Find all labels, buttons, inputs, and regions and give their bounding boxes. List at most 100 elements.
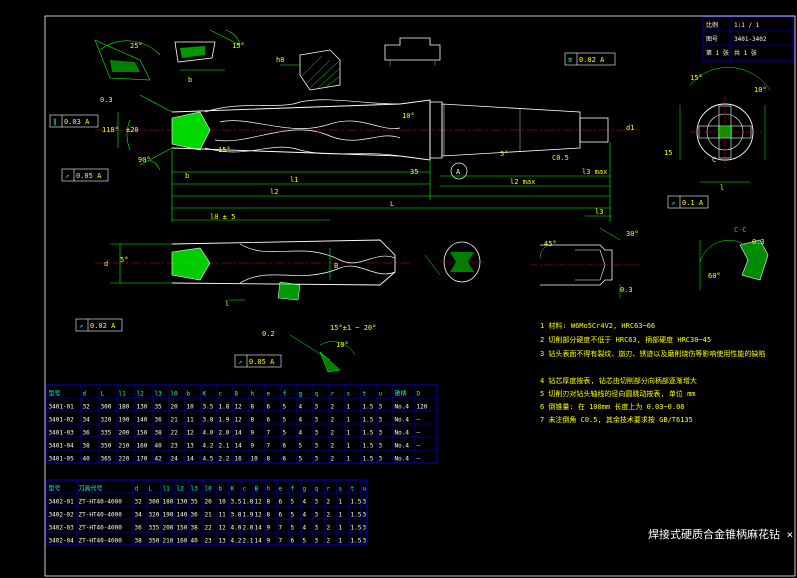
- table-cell: 3: [315, 417, 319, 424]
- flute-edge-lower: [204, 146, 401, 157]
- main-drill-view: A: [95, 99, 640, 180]
- table-cell: 22: [205, 525, 213, 532]
- table-cell: 150: [177, 525, 188, 532]
- table-cell: 23: [205, 538, 213, 545]
- table-cell: ZT-HT40-4000: [79, 525, 123, 532]
- table-cell: 3402-03: [49, 525, 75, 532]
- table-cell: 4.2: [231, 538, 242, 545]
- table-header-cell: K: [203, 391, 207, 398]
- note-1: 1 材料: W6Mo5Cr4V2, HRC63~66: [540, 321, 655, 330]
- table-cell: 1.5: [363, 443, 374, 450]
- dim-90-deg: 90°: [138, 156, 151, 164]
- table-cell: 2: [327, 538, 331, 545]
- table-cell: 14: [235, 443, 243, 450]
- table-cell: 11: [187, 417, 195, 424]
- dim-b: b: [185, 172, 189, 180]
- table-cell: 2.1: [219, 443, 230, 450]
- end-dim-10-deg: 10°: [754, 86, 767, 94]
- note-2: 2 切削部分硬度不低于 HRC63, 柄部硬度 HRC30~45: [540, 335, 711, 344]
- table-cell: 3.5: [203, 404, 214, 411]
- datum-circle-a-label: A: [456, 168, 461, 176]
- title-block-scale-value: 1:1 / 1: [734, 22, 760, 29]
- table-cell: 12: [255, 512, 263, 519]
- table-cell: 6: [291, 538, 295, 545]
- lower-carbide-insert: [277, 281, 301, 301]
- table-cell: 12: [187, 430, 195, 437]
- table-cell: 3.8: [203, 417, 214, 424]
- table-cell: 190: [163, 512, 174, 519]
- table-cell: 190: [119, 417, 130, 424]
- table-cell: 3: [363, 538, 367, 545]
- table-cell: 3: [379, 417, 383, 424]
- table-cell: 9: [251, 443, 255, 450]
- table-cell: 4.0: [231, 525, 242, 532]
- table-header-cell: l2: [177, 486, 185, 493]
- table-cell: ZT-HT40-4000: [79, 538, 123, 545]
- table-cell: 150: [137, 430, 148, 437]
- table-header-cell: q: [315, 486, 319, 493]
- table-cell: 10: [187, 404, 195, 411]
- table-cell: —: [417, 443, 421, 450]
- note-6: 6 倒锥量: 在 100mm 长度上为 0.03~0.08: [540, 402, 685, 411]
- table-cell: 1: [347, 443, 351, 450]
- lower-dim-5-deg: 5°: [120, 256, 128, 264]
- table-cell: 9: [267, 538, 271, 545]
- table-cell: 3: [379, 443, 383, 450]
- table-cell: 3401-01: [49, 404, 75, 411]
- table-cell: 4: [299, 417, 303, 424]
- lower-drill-view: [95, 239, 410, 301]
- table-cell: 5: [291, 512, 295, 519]
- table-cell: 8: [251, 417, 255, 424]
- table-cell: 7: [267, 430, 271, 437]
- table-cell: ZT-HT40-4000: [79, 499, 123, 506]
- table-header-cell: q: [315, 391, 319, 398]
- table-cell: 14: [255, 525, 263, 532]
- table-cell: 4.0: [203, 430, 214, 437]
- table-cell: 160: [177, 538, 188, 545]
- end-dim-c: C: [712, 156, 716, 164]
- table-cell: 3: [315, 525, 319, 532]
- table-header-cell: b: [187, 391, 191, 398]
- table-cell: 20: [171, 404, 179, 411]
- table-header-cell: f: [291, 486, 295, 493]
- table-cell: 3401-05: [49, 456, 75, 463]
- table-cell: 35: [155, 404, 163, 411]
- title-block-scale-label: 比例: [706, 21, 718, 29]
- table-cell: 1: [339, 525, 343, 532]
- hatched-section-detail: [280, 49, 341, 91]
- dim-0-3: 0.3: [100, 96, 113, 104]
- table-cell: 2: [327, 499, 331, 506]
- table-cell: —: [417, 430, 421, 437]
- note-5: 5 切削刃对钻头轴线的径向圆跳动按表, 单位 mm: [540, 389, 696, 398]
- lower-carbide-tip: [171, 247, 211, 281]
- tolerance-frame-1-value: 0.03 A: [64, 118, 90, 126]
- table-cell: 3: [315, 512, 319, 519]
- table-cell: 320: [149, 512, 160, 519]
- table-cell: 42: [155, 456, 163, 463]
- table-cell: 2: [331, 443, 335, 450]
- table-header-cell: t: [363, 391, 367, 398]
- table-cell: 140: [177, 512, 188, 519]
- table-cell: 5: [303, 538, 307, 545]
- table-cell: 170: [137, 456, 148, 463]
- table-cell: 2: [331, 430, 335, 437]
- table-cell: 1: [347, 417, 351, 424]
- dim-10-deg: 10°: [402, 112, 415, 120]
- table-cell: 1.8: [243, 499, 254, 506]
- table-cell: —: [417, 417, 421, 424]
- table-header-cell: g: [303, 486, 307, 493]
- table-cell: 2: [331, 404, 335, 411]
- table-cell: 8: [267, 499, 271, 506]
- table-cell: 4: [299, 430, 303, 437]
- table-header-cell: l0: [205, 486, 213, 493]
- table-cell: 32: [83, 404, 91, 411]
- table-header-cell: f: [283, 391, 287, 398]
- table-cell: 3: [379, 404, 383, 411]
- dim-l1: l1: [290, 176, 298, 184]
- dim-l3-max: l3 max: [582, 168, 607, 176]
- tolerance-frame-5-value: 0.02 A: [90, 322, 116, 330]
- runout-symbol-icon: ↗: [65, 172, 69, 180]
- table-cell: No.4: [395, 443, 410, 450]
- table-header-cell: l2: [137, 391, 145, 398]
- table-cell: 320: [101, 417, 112, 424]
